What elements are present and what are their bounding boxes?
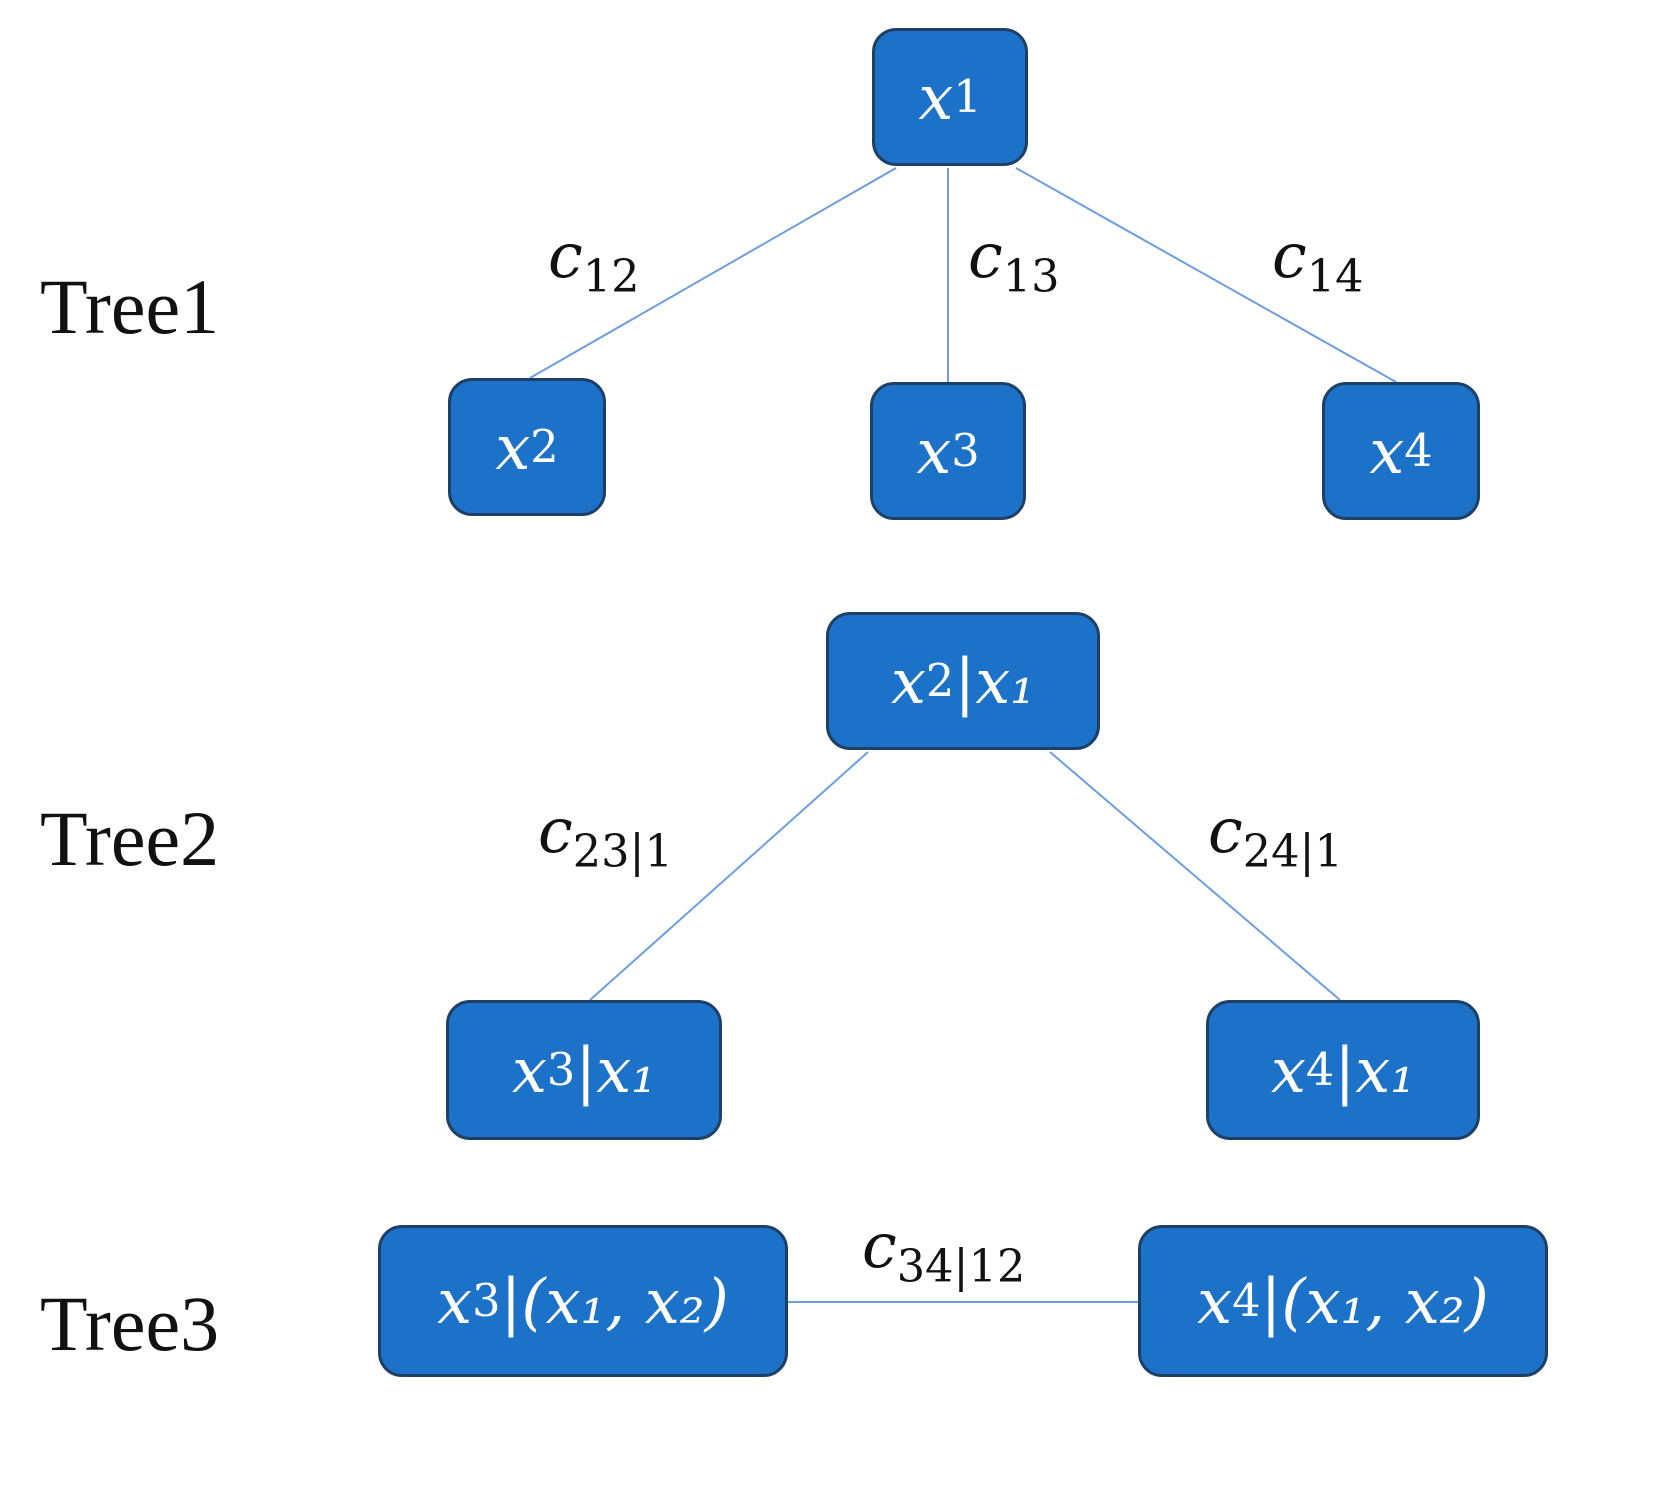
edge-label-c34-given-12: c34|12 xyxy=(862,1209,1026,1293)
edge-label-c14: c14 xyxy=(1272,219,1364,303)
edge-label-c13: c13 xyxy=(968,219,1060,303)
edge-label-c12: c12 xyxy=(548,219,640,303)
edge-label-c23-given-1: c23|1 xyxy=(538,794,673,878)
tree-label-2: Tree2 xyxy=(40,795,220,882)
edge-x1-x4 xyxy=(1015,167,1397,383)
edge-x2g1-x3g1 xyxy=(589,751,869,1001)
edge-x2g1-x4g1 xyxy=(1049,751,1341,1001)
edge-x1-x2 xyxy=(529,167,897,379)
edge-label-c24-given-1: c24|1 xyxy=(1208,794,1343,878)
tree-label-1: Tree1 xyxy=(40,263,220,350)
tree-label-3: Tree3 xyxy=(40,1280,220,1367)
